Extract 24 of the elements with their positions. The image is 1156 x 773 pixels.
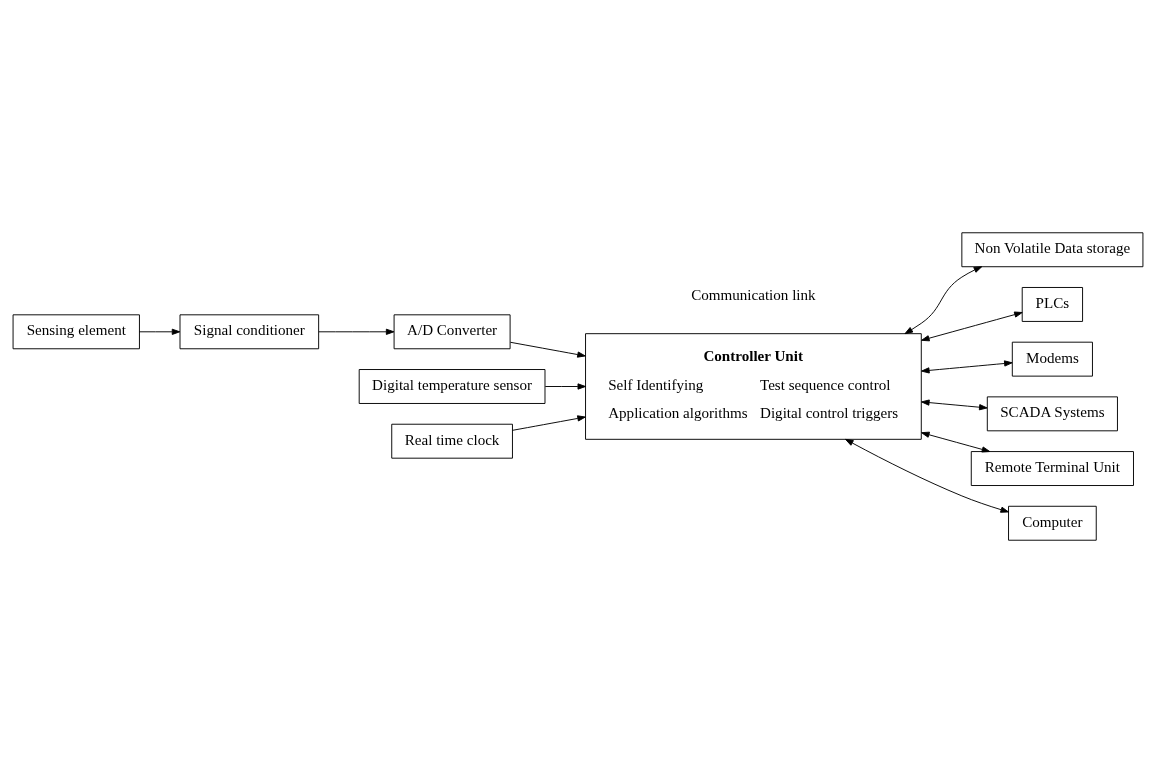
node-box: Real time clock [391, 423, 513, 459]
node-box: Controller Unit Self Identifying Test sequence control Application algorithms Digital control triggers [585, 333, 922, 440]
node-box: Digital temperature sensor [358, 369, 546, 404]
arrow [512, 415, 586, 431]
node-box: Remote Terminal Unit [970, 451, 1134, 486]
arrow [139, 328, 181, 335]
arrow [845, 438, 1009, 513]
arrow [921, 311, 1023, 342]
arrow [544, 383, 586, 390]
node-box: Signal conditioner [179, 314, 320, 350]
node-box: PLCs [1021, 287, 1084, 322]
node-box: Modems [1011, 341, 1093, 377]
node-box: A/D Converter [393, 314, 511, 350]
arrow [509, 341, 586, 358]
node-box: Non Volatile Data storage [961, 232, 1144, 268]
label: Communication link [691, 286, 816, 303]
arrow [921, 431, 991, 453]
arrow [904, 266, 983, 335]
arrow [318, 328, 395, 335]
arrow [921, 360, 1013, 374]
node-box: SCADA Systems [986, 396, 1118, 432]
node-box: Sensing element [12, 314, 140, 350]
arrow [921, 399, 988, 411]
node-box: Computer [1008, 505, 1097, 541]
